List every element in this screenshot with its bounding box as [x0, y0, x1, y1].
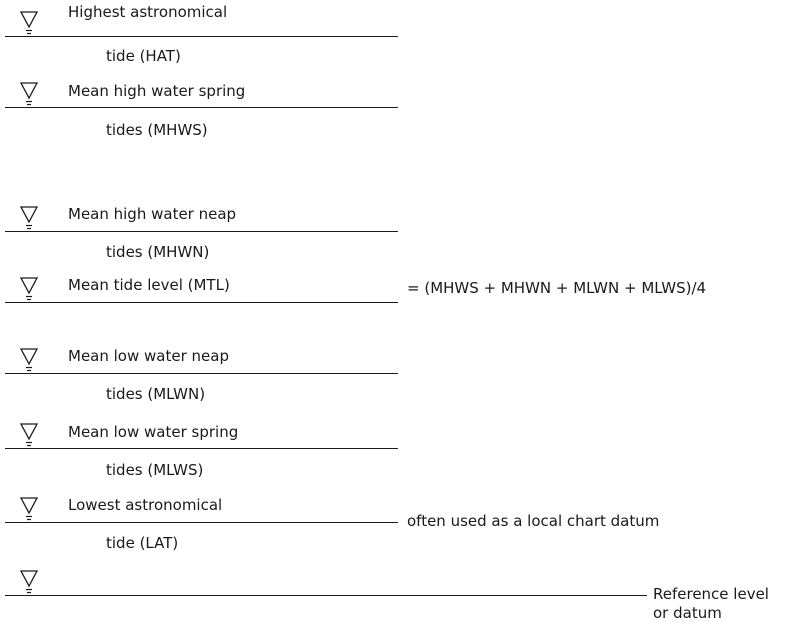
level-label-lat-line2: tide (LAT): [106, 534, 179, 552]
water-level-icon: [19, 348, 39, 372]
level-label-mhwn-line2: tides (MHWN): [106, 243, 210, 261]
reference-datum-line: [5, 595, 647, 596]
level-label-mlws-line1: Mean low water spring: [68, 423, 239, 441]
reference-label-line1: Reference level: [653, 585, 769, 603]
level-label-hat-line2: tide (HAT): [106, 47, 181, 65]
level-label-mtl: Mean tide level (MTL): [68, 276, 230, 294]
level-line-mlws: [5, 448, 398, 449]
water-level-icon: [19, 497, 39, 521]
water-level-icon: [19, 206, 39, 230]
reference-label-line2: or datum: [653, 604, 722, 622]
level-label-mhws-line2: tides (MHWS): [106, 121, 208, 139]
level-label-mhws-line1: Mean high water spring: [68, 82, 246, 100]
level-label-mhwn-line1: Mean high water neap: [68, 205, 237, 223]
level-label-mlws-line2: tides (MLWS): [106, 461, 204, 479]
lat-note: often used as a local chart datum: [407, 512, 660, 530]
level-line-hat: [5, 36, 398, 37]
water-level-icon: [19, 277, 39, 301]
level-line-mhwn: [5, 231, 398, 232]
level-label-hat-line1: Highest astronomical: [68, 3, 228, 21]
level-line-mlwn: [5, 373, 398, 374]
water-level-icon: [19, 82, 39, 106]
mtl-formula: = (MHWS + MHWN + MLWN + MLWS)/4: [407, 279, 707, 297]
level-label-lat-line1: Lowest astronomical: [68, 496, 223, 514]
level-line-mtl: [5, 302, 398, 303]
water-level-icon: [19, 11, 39, 35]
water-level-icon: [19, 423, 39, 447]
level-label-mlwn-line1: Mean low water neap: [68, 347, 229, 365]
level-label-mlwn-line2: tides (MLWN): [106, 385, 206, 403]
level-line-mhws: [5, 107, 398, 108]
level-line-lat: [5, 522, 398, 523]
water-level-icon: [19, 570, 39, 594]
